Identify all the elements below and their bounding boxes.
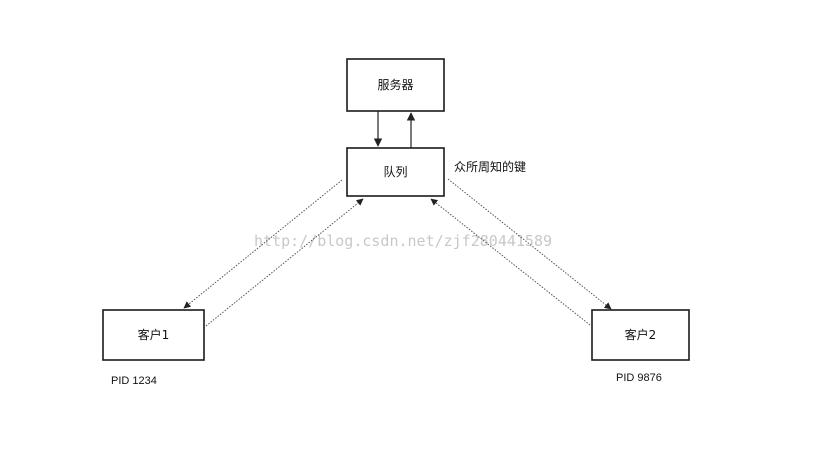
client2-label: 客户2 [625,327,657,342]
arrow-client2-to-queue [430,198,591,326]
server-label: 服务器 [377,77,413,92]
client2-node: 客户2 [591,309,690,361]
client1-node: 客户1 [102,309,205,361]
arrow-queue-to-client1 [183,179,343,309]
queue-box [346,147,445,197]
client1-box [102,309,205,361]
server-node: 服务器 [346,58,445,112]
client2-pid: PID 9876 [616,372,662,384]
queue-node: 队列 [346,147,445,197]
server-box [346,58,445,112]
watermark-text: http://blog.csdn.net/zjf280441589 [254,232,552,250]
client1-pid: PID 1234 [111,375,157,387]
queue-label: 队列 [383,164,407,179]
arrow-client1-to-queue [205,198,364,327]
client1-label: 客户1 [138,327,170,342]
queue-key-annotation: 众所周知的键 [454,159,526,174]
client2-box [591,309,690,361]
